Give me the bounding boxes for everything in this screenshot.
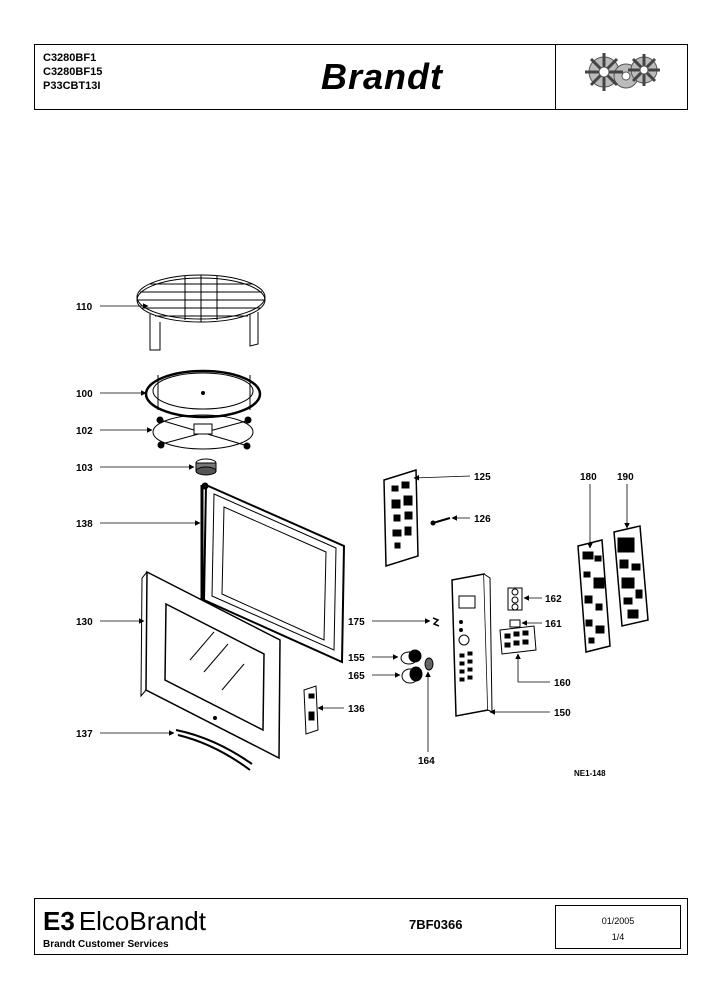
grill-rack-110 xyxy=(136,274,266,351)
keypad-160 xyxy=(499,625,537,655)
led-strip-162 xyxy=(507,587,523,611)
callout-136: 136 xyxy=(348,704,365,715)
control-board-125 xyxy=(383,468,419,568)
header-block: C3280BF1 C3280BF15 P33CBT13I Brandt xyxy=(34,44,688,110)
gears-logo-box xyxy=(555,45,687,109)
pcb-180 xyxy=(577,539,611,653)
callout-126: 126 xyxy=(474,514,491,525)
model-code: C3280BF15 xyxy=(43,66,103,78)
date-page-box: 01/2005 1/4 xyxy=(555,905,681,949)
callout-164: 164 xyxy=(418,756,435,767)
page-number: 1/4 xyxy=(611,932,625,942)
callout-180: 180 xyxy=(580,472,597,483)
callout-110: 110 xyxy=(76,302,93,313)
document-date: 01/2005 xyxy=(601,916,635,926)
document-reference: 7BF0366 xyxy=(409,917,463,932)
knob-155 xyxy=(400,649,422,665)
company-name: ElcoBrandt xyxy=(78,906,206,936)
service-name: Brandt Customer Services xyxy=(43,939,169,950)
ring-164 xyxy=(424,657,434,671)
screw-126 xyxy=(430,517,451,526)
callout-162: 162 xyxy=(545,594,562,605)
model-code: P33CBT13I xyxy=(43,80,101,92)
callout-103: 103 xyxy=(76,463,93,474)
door-handle-137 xyxy=(175,729,253,771)
leader-lines xyxy=(100,303,630,752)
callout-190: 190 xyxy=(617,472,634,483)
callout-160: 160 xyxy=(554,678,571,689)
model-code: C3280BF1 xyxy=(43,52,97,64)
brand-logo: Brandt xyxy=(321,56,443,97)
callout-125: 125 xyxy=(474,472,491,483)
door-hinge-136 xyxy=(303,685,319,735)
callout-130: 130 xyxy=(76,617,93,628)
control-panel-150 xyxy=(451,573,493,717)
coupler-103 xyxy=(195,458,217,476)
knob-165 xyxy=(401,666,423,684)
callout-102: 102 xyxy=(76,426,93,437)
callout-100: 100 xyxy=(76,389,93,400)
callout-155: 155 xyxy=(348,653,365,664)
callout-137: 137 xyxy=(76,729,93,740)
door-frame-138 xyxy=(200,482,346,664)
roller-ring-102 xyxy=(152,414,254,450)
outer-door-130 xyxy=(140,570,281,760)
callout-161: 161 xyxy=(545,619,562,630)
drawing-reference: NE1-148 xyxy=(574,769,606,778)
model-list: C3280BF1 C3280BF15 P33CBT13I xyxy=(43,51,102,93)
elcobrandt-mark-icon: E3 xyxy=(43,906,75,936)
callout-138: 138 xyxy=(76,519,93,530)
switch-161 xyxy=(509,619,521,628)
callout-175: 175 xyxy=(348,617,365,628)
callout-165: 165 xyxy=(348,671,365,682)
spring-clip-175 xyxy=(432,617,440,627)
callout-labels: 110 100 102 103 138 130 137 125 126 175 … xyxy=(76,302,634,778)
turntable-plate-100 xyxy=(144,369,262,419)
power-board-190 xyxy=(613,525,649,627)
callout-150: 150 xyxy=(554,708,571,719)
gears-icon xyxy=(585,53,660,91)
